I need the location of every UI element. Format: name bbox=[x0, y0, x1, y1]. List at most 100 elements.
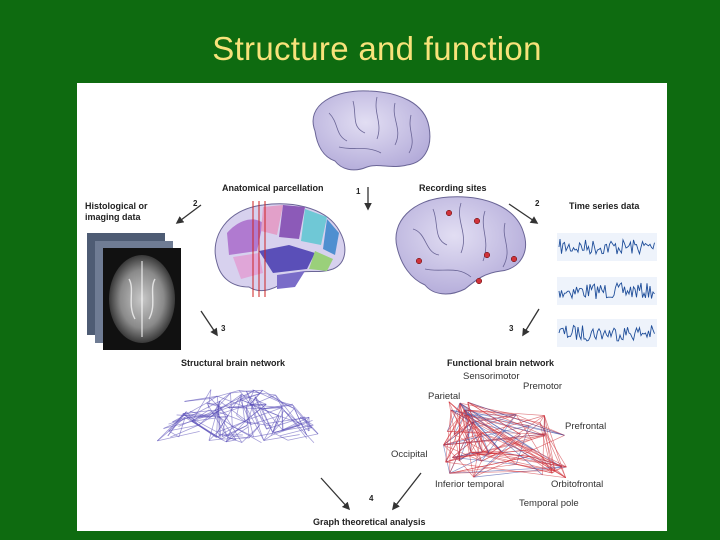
structural-edge bbox=[217, 404, 243, 443]
structural-edge bbox=[157, 430, 200, 442]
functional-edge bbox=[443, 425, 530, 446]
structural-edge bbox=[214, 407, 223, 411]
parcellation-brain-image bbox=[214, 201, 346, 297]
functional-edge bbox=[445, 414, 466, 463]
functional-edge bbox=[449, 455, 531, 474]
structural-edge bbox=[278, 415, 312, 429]
structural-edge bbox=[252, 389, 261, 394]
functional-edge bbox=[561, 466, 566, 478]
structural-edge bbox=[184, 395, 218, 402]
structural-edge bbox=[216, 412, 219, 438]
structural-edge bbox=[262, 407, 283, 410]
structural-edge bbox=[273, 432, 289, 441]
structural-edge bbox=[268, 394, 283, 403]
functional-edge bbox=[470, 421, 474, 453]
functional-edge bbox=[473, 434, 521, 478]
structural-edge bbox=[208, 431, 218, 441]
functional-edge bbox=[453, 414, 517, 435]
structural-edge bbox=[191, 421, 217, 438]
structural-edge bbox=[245, 407, 265, 441]
structural-edge bbox=[254, 396, 283, 431]
functional-edge bbox=[516, 464, 555, 471]
arrow-2-left bbox=[175, 204, 202, 224]
structural-edge bbox=[222, 393, 261, 408]
structural-edge bbox=[192, 415, 229, 422]
step-number-3-left: 3 bbox=[221, 324, 226, 333]
functional-edge bbox=[467, 402, 483, 452]
structural-edge bbox=[246, 396, 256, 426]
structural-edge bbox=[239, 398, 251, 404]
recording-sites-label: Recording sites bbox=[419, 183, 487, 193]
step-number-1: 1 bbox=[356, 187, 361, 196]
structural-edge bbox=[275, 394, 301, 426]
functional-edge bbox=[463, 409, 482, 434]
structural-edge bbox=[219, 392, 231, 402]
functional-edge bbox=[443, 420, 470, 446]
functional-edge bbox=[529, 455, 567, 468]
functional-edge bbox=[452, 457, 517, 465]
structural-edge bbox=[254, 396, 267, 430]
functional-edge bbox=[481, 414, 517, 462]
functional-edge bbox=[482, 451, 567, 468]
structural-network-graph bbox=[157, 389, 319, 444]
functional-edge bbox=[443, 409, 466, 446]
structural-edge bbox=[168, 424, 199, 432]
structural-edge bbox=[245, 390, 255, 408]
structural-edge bbox=[214, 390, 255, 411]
functional-edge bbox=[539, 415, 545, 423]
functional-network-label: Functional brain network bbox=[447, 358, 555, 368]
diagram-panel: 1 Anatomical parcellation Recording site… bbox=[77, 83, 667, 531]
pipeline-diagram: 1 Anatomical parcellation Recording site… bbox=[85, 90, 657, 527]
structural-edge bbox=[184, 415, 222, 440]
top-brain-image bbox=[312, 90, 431, 171]
structural-edge bbox=[249, 403, 265, 441]
functional-edge bbox=[459, 402, 502, 452]
functional-edge bbox=[448, 401, 472, 453]
structural-edge bbox=[279, 427, 312, 437]
functional-edge bbox=[481, 451, 502, 462]
functional-edge bbox=[445, 409, 452, 463]
functional-edge bbox=[443, 444, 450, 474]
functional-edge bbox=[451, 409, 546, 437]
functional-edge bbox=[448, 401, 470, 421]
structural-edge bbox=[241, 425, 260, 443]
functional-edge bbox=[544, 415, 556, 471]
structural-edge bbox=[263, 407, 283, 441]
structural-edge bbox=[178, 410, 216, 427]
structural-edge bbox=[266, 416, 305, 430]
functional-edge bbox=[450, 409, 531, 457]
functional-edge bbox=[467, 401, 546, 437]
region-label-orbitofrontal: Orbitofrontal bbox=[551, 479, 603, 490]
functional-edge bbox=[472, 421, 490, 455]
functional-edge bbox=[459, 402, 490, 455]
region-label-temporal-pole: Temporal pole bbox=[519, 498, 579, 509]
structural-edge bbox=[227, 436, 243, 443]
functional-edge bbox=[447, 431, 482, 434]
functional-edge bbox=[453, 403, 461, 435]
functional-edge bbox=[449, 470, 555, 474]
functional-edge bbox=[489, 434, 521, 455]
functional-edge bbox=[545, 433, 553, 474]
region-label-sensorimotor: Sensorimotor bbox=[463, 371, 520, 382]
step-number-2-left: 2 bbox=[193, 199, 198, 208]
region-label-parietal: Parietal bbox=[428, 391, 460, 402]
histological-label-line1: Histological or bbox=[85, 201, 148, 211]
structural-network-label: Structural brain network bbox=[181, 358, 286, 368]
arrow-4-left bbox=[320, 477, 351, 511]
structural-edge bbox=[217, 421, 245, 433]
functional-edge bbox=[470, 451, 502, 453]
functional-edge bbox=[467, 401, 521, 435]
structural-edge bbox=[207, 389, 212, 409]
structural-edge bbox=[236, 394, 242, 416]
functional-edge bbox=[450, 409, 517, 465]
step-number-2-right: 2 bbox=[535, 199, 540, 208]
functional-edge bbox=[464, 414, 563, 468]
structural-edge bbox=[157, 417, 186, 442]
functional-edge bbox=[445, 420, 470, 463]
structural-edge bbox=[253, 432, 274, 438]
structural-edge bbox=[273, 421, 307, 434]
arrow-4-right bbox=[392, 472, 422, 511]
structural-edge bbox=[249, 404, 280, 417]
functional-edge bbox=[449, 421, 474, 474]
functional-edge bbox=[482, 451, 530, 457]
